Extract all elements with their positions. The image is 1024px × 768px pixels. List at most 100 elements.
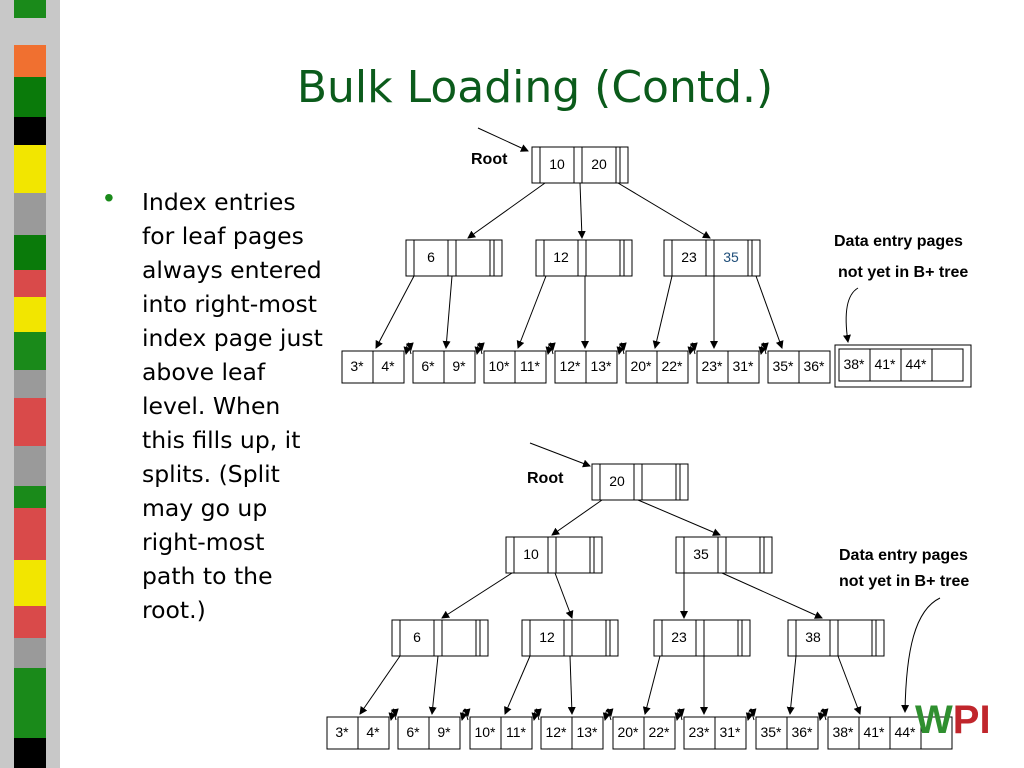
tree1-leaf-page: 23*31* — [696, 350, 760, 384]
tree-edge — [755, 275, 784, 349]
stripe-block — [14, 668, 46, 738]
stripe-block — [14, 0, 46, 18]
tree-edge — [428, 655, 439, 715]
tree-edge — [721, 572, 823, 619]
logo-w: W — [915, 698, 953, 742]
leaf-entry: 4* — [381, 358, 395, 374]
index-key: 12 — [539, 629, 555, 645]
tree1-leaf-page: 12* 13* — [554, 350, 618, 384]
leaf-entry: 12* — [545, 724, 567, 740]
bullet-line: root.) — [142, 596, 206, 624]
leaf-entry: 44* — [905, 356, 927, 372]
leaf-entry: 6* — [406, 724, 420, 740]
bullet-line: Index entries — [142, 188, 296, 216]
tree-edge — [504, 655, 531, 715]
tree-edge — [516, 275, 547, 349]
index-key: 23 — [681, 249, 697, 265]
stripe-block — [14, 117, 46, 145]
tree2-index-node: 12 — [521, 619, 619, 657]
tree-edge — [442, 275, 453, 349]
leaf-entry: 11* — [520, 358, 541, 374]
leaf-entry: 36* — [803, 358, 825, 374]
bullet-line: splits. (Split — [142, 460, 280, 488]
leaf-entry: 36* — [791, 724, 813, 740]
leaf-entry: 38* — [832, 724, 854, 740]
stripe-block — [14, 235, 46, 270]
leaf-entry: 20* — [630, 358, 652, 374]
tree1-sibling-link — [758, 346, 767, 355]
stripe-block — [14, 370, 46, 398]
stripe-block — [14, 45, 46, 77]
index-key: 6 — [427, 249, 435, 265]
index-key: 6 — [413, 629, 421, 645]
tree2-note-arrow — [901, 597, 941, 713]
leaf-entry: 20* — [617, 724, 639, 740]
stripe-block — [14, 270, 46, 298]
bullet-line: above leaf — [142, 358, 266, 386]
leaf-entry: 22* — [661, 358, 683, 374]
leaf-entry: 10* — [474, 724, 496, 740]
tree2-leaf-page: 35*36* — [755, 716, 819, 750]
tree-edge — [652, 275, 673, 349]
bullet-line: always entered — [142, 256, 322, 284]
leaf-entry: 4* — [366, 724, 380, 740]
tree2-root-pointer — [529, 442, 591, 468]
tree1-leaf-page: 35*36* — [767, 350, 831, 384]
tree1-index-node: 12 — [535, 239, 633, 277]
tree2-leaf-page: 10* 11* — [469, 716, 533, 750]
tree2-leaf-page: 23*31* — [683, 716, 747, 750]
tree1-sibling-link — [618, 342, 627, 351]
tree2-leaf-page: 3*4* — [326, 716, 390, 750]
leaf-entry: 10* — [488, 358, 510, 374]
leaf-entry: 22* — [648, 724, 670, 740]
index-key: 20 — [591, 156, 607, 172]
tree-edge — [551, 499, 603, 536]
stripe-block — [14, 398, 46, 446]
tree2-sibling-link — [674, 712, 683, 721]
tree1-index-node: 23 35 — [663, 239, 761, 277]
index-key: 10 — [523, 546, 539, 562]
index-key: 35 — [723, 249, 739, 265]
tree2-leaf-page: 6*9* — [397, 716, 461, 750]
tree2-index-node: 6 — [391, 619, 489, 657]
tree2-sibling-link — [747, 708, 757, 717]
stripe-block — [14, 193, 46, 235]
tree1-pending-leaf-page: 38*41*44* — [834, 344, 972, 388]
tree-edge — [554, 572, 574, 619]
tree1-sibling-link — [474, 346, 483, 355]
tree2-sibling-link — [390, 708, 399, 717]
tree1-leaf-page: 10* 11* — [483, 350, 547, 384]
leaf-entry: 41* — [863, 724, 885, 740]
tree1-sibling-link — [545, 346, 554, 355]
pending-pages-box — [834, 344, 972, 388]
stripe-block — [14, 560, 46, 606]
tree1-root-pointer — [477, 127, 529, 152]
tree1-root-label: Root — [471, 151, 508, 168]
tree2-index-node: 35 — [675, 536, 773, 574]
leaf-entry: 13* — [590, 358, 612, 374]
stripe-block — [14, 508, 46, 560]
tree1-sibling-link — [616, 346, 625, 355]
leaf-entry: 31* — [719, 724, 741, 740]
tree-nodes: 10 20 6 12 23 35 3*4*6*9* 10* 11* 12* 13* 20* 22* 23*… — [326, 146, 972, 750]
leaf-entry: 11* — [506, 724, 527, 740]
tree1-sibling-link — [476, 342, 485, 351]
index-key: 20 — [609, 473, 625, 489]
bullet-line: this fills up, it — [142, 426, 301, 454]
tree2-root-node: 20 — [591, 463, 689, 501]
leaf-entry: 23* — [701, 358, 723, 374]
bullet-line: index page just — [142, 324, 323, 352]
leaf-entry: 12* — [559, 358, 581, 374]
tree-edge — [441, 572, 513, 619]
stripe-block — [14, 77, 46, 117]
index-key: 10 — [549, 156, 565, 172]
tree-edge — [637, 499, 721, 536]
tree2-leaf-page: 38*41*44* — [827, 716, 953, 750]
bullet-line: for leaf pages — [142, 222, 304, 250]
tree2-note-line1: Data entry pages — [839, 547, 968, 564]
tree2-sibling-link — [533, 708, 542, 717]
tree-edge — [642, 655, 661, 715]
logo-p: P — [952, 698, 980, 742]
tree2-sibling-link — [676, 708, 685, 717]
index-key: 35 — [693, 546, 709, 562]
